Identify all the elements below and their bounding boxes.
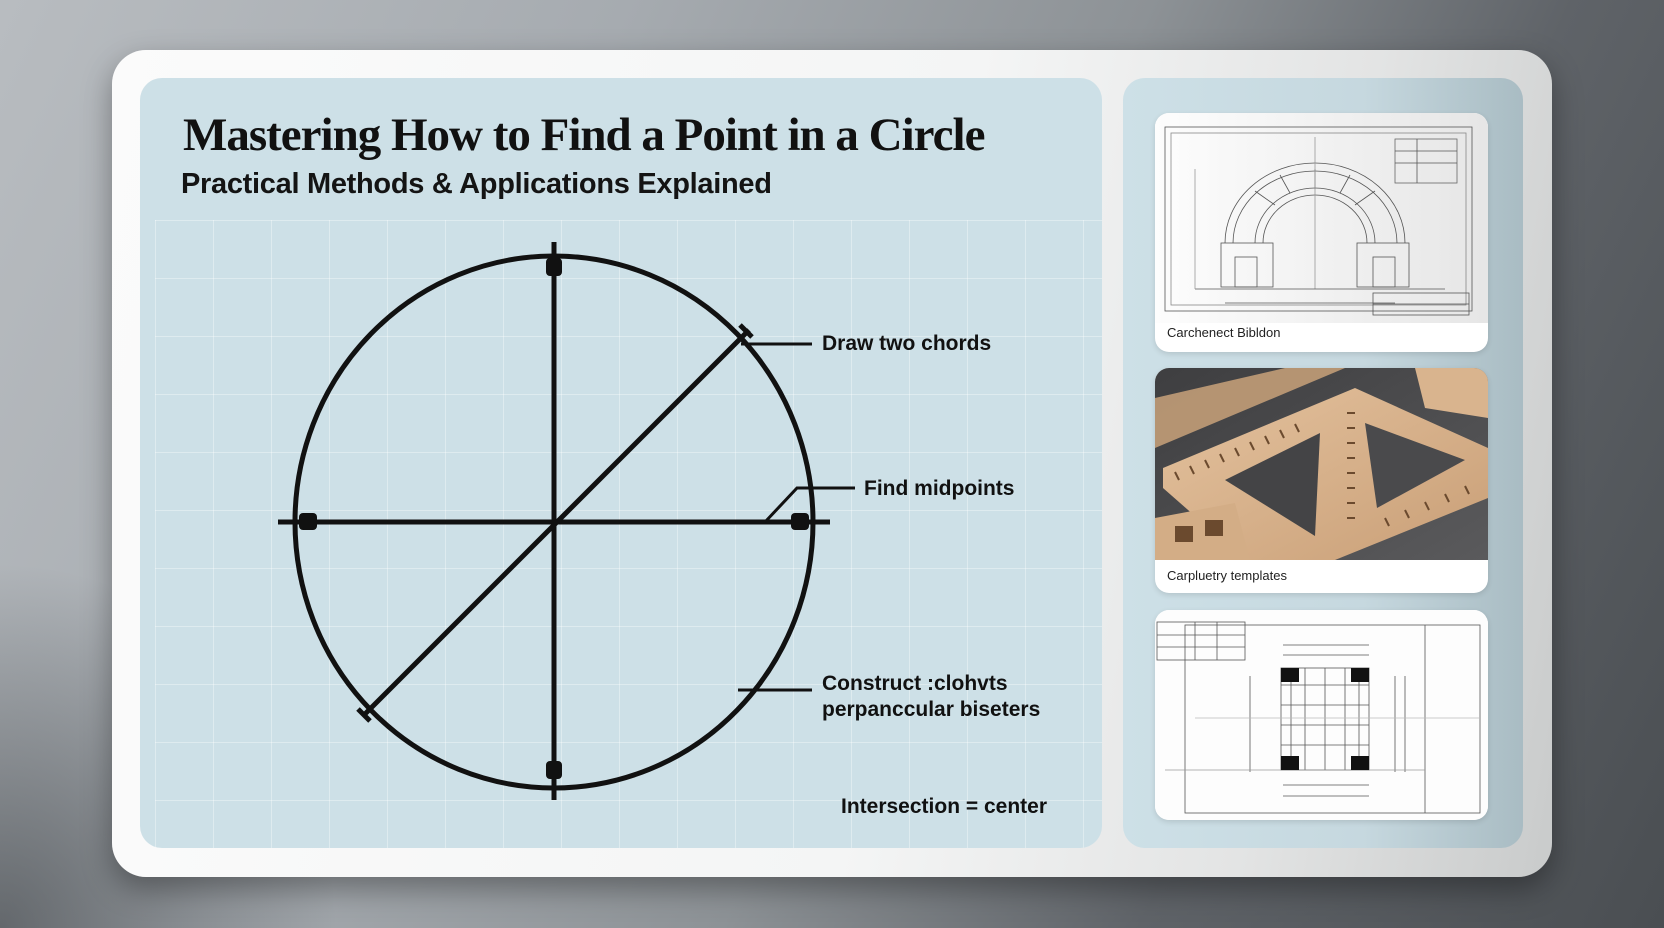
annotation-draw-chords: Draw two chords	[822, 332, 992, 355]
chord-tick-top	[738, 323, 754, 339]
page-subtitle: Practical Methods & Applications Explain…	[181, 168, 772, 200]
diagonal-chord	[362, 328, 751, 717]
page-title: Mastering How to Find a Point in a Circl…	[183, 109, 985, 161]
annotation-construct-bisectors-line2: perpanccular biseters	[822, 698, 1041, 721]
thumbnail-carpentry-templates[interactable]: Carpluetry templates	[1155, 368, 1488, 593]
chord-tick-bottom	[356, 707, 372, 723]
thumbnail-floor-plan[interactable]	[1155, 610, 1488, 820]
thumbnail-arch-blueprint[interactable]: Carchenect Bibldon	[1155, 113, 1488, 352]
floor-plan-drawing	[1155, 610, 1488, 820]
grid-background	[155, 220, 1102, 848]
leader-find-midpoints	[763, 486, 855, 524]
thumbnail-caption: Carchenect Bibldon	[1167, 325, 1281, 340]
midpoint-marker-top	[546, 258, 562, 276]
carpentry-templates-photo	[1155, 368, 1488, 560]
midpoint-marker-left	[299, 513, 317, 530]
thumbnail-caption: Carpluetry templates	[1167, 568, 1287, 583]
annotation-find-midpoints: Find midpoints	[864, 477, 1015, 500]
midpoint-marker-right	[791, 513, 809, 530]
annotation-intersection-center: Intersection = center	[841, 795, 1047, 818]
wooden-square-frame	[1163, 388, 1488, 560]
midpoint-marker-bottom	[546, 761, 562, 779]
arch-blueprint-drawing	[1155, 113, 1488, 323]
annotation-construct-bisectors-line1: Construct :clohvts	[822, 672, 1008, 695]
